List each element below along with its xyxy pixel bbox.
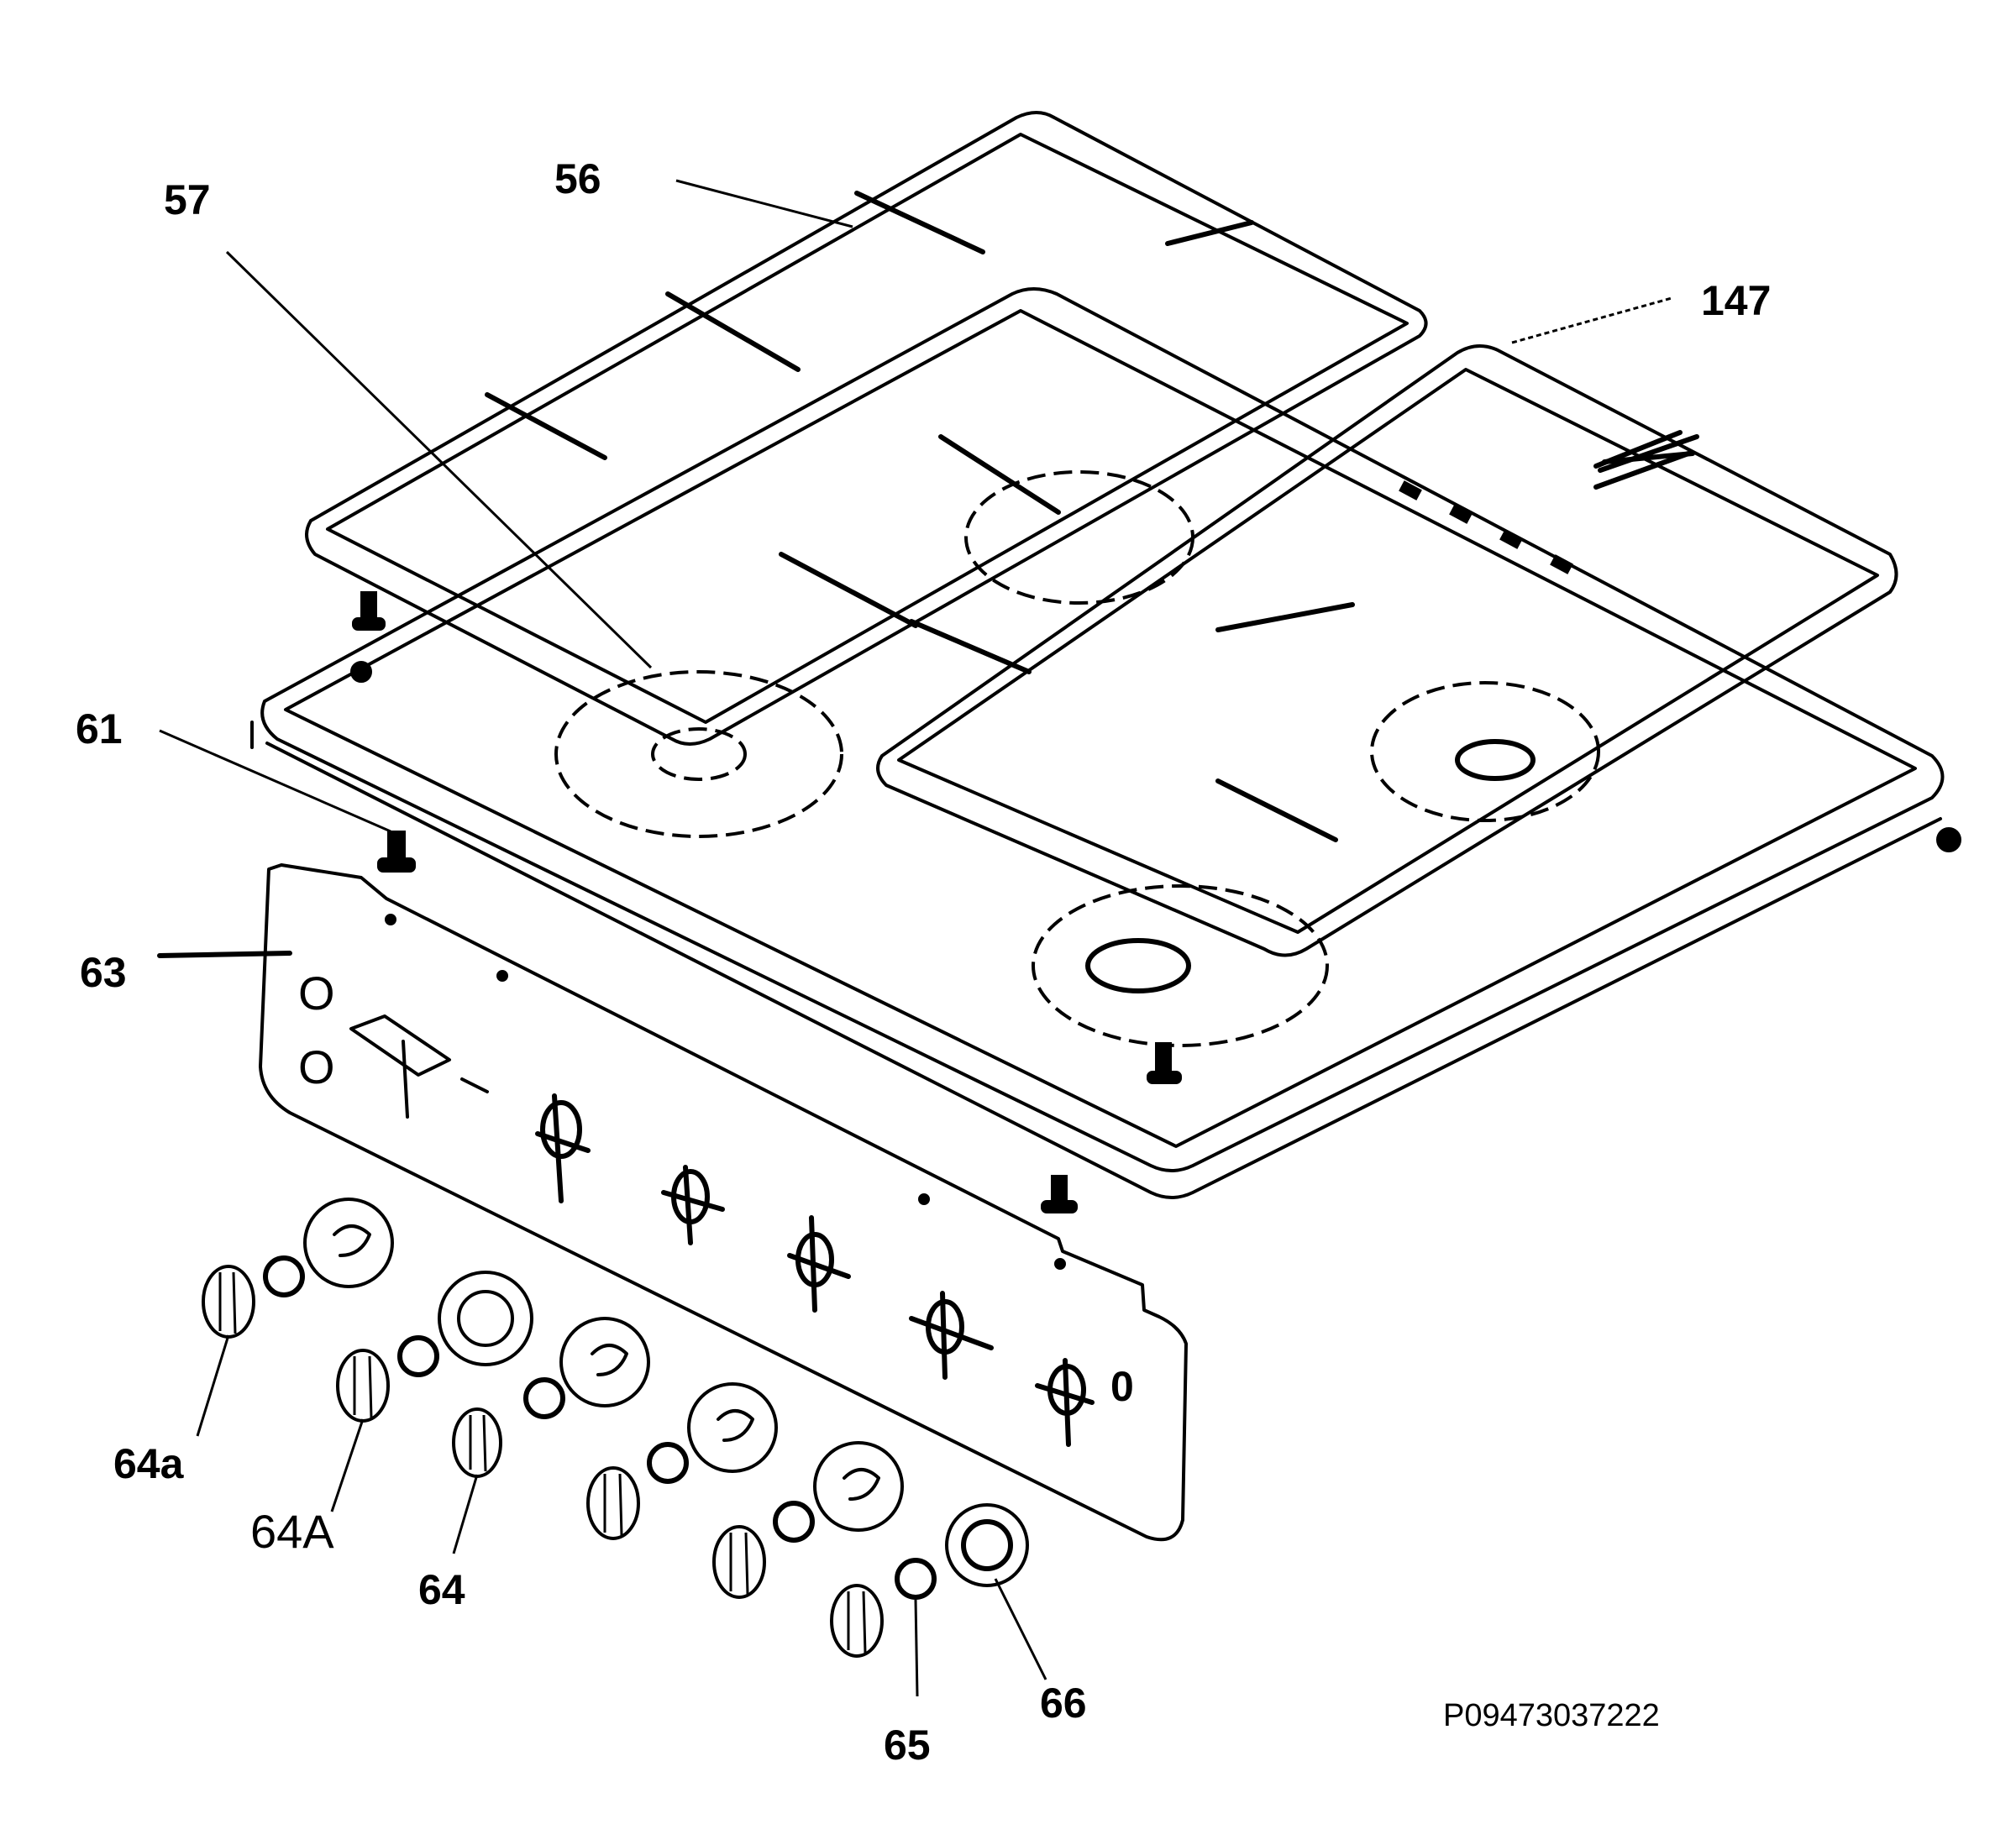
panel-mark-zero: 0 xyxy=(1110,1363,1134,1410)
burner-right xyxy=(1370,681,1600,822)
knob xyxy=(586,1466,640,1540)
seal-ring-65 xyxy=(895,1558,937,1600)
burner-front-right xyxy=(1032,884,1329,1047)
knob-64 xyxy=(452,1407,502,1478)
panel-knob-hole-3 xyxy=(787,1215,851,1313)
callout-66: 66 xyxy=(1040,1680,1087,1727)
pan-support-right xyxy=(876,344,1898,957)
burner-rear xyxy=(964,470,1194,605)
callout-64A: 64A xyxy=(250,1505,334,1558)
callout-64: 64 xyxy=(418,1566,465,1613)
bezel xyxy=(303,1198,394,1288)
callout-64a: 64a xyxy=(113,1440,185,1487)
knob xyxy=(712,1525,766,1599)
burner-rings xyxy=(554,470,1600,1047)
callout-61: 61 xyxy=(76,705,123,752)
callout-57: 57 xyxy=(164,176,211,223)
knob-64a xyxy=(202,1265,255,1339)
panel-knob-hole-1 xyxy=(535,1093,591,1203)
seal-ring xyxy=(397,1335,439,1377)
seal-ring xyxy=(263,1255,305,1297)
callout-65: 65 xyxy=(884,1722,931,1769)
panel-mark-o2: O xyxy=(298,1040,335,1093)
knob xyxy=(830,1584,884,1658)
seal-ring xyxy=(523,1377,565,1419)
bezel xyxy=(559,1317,650,1407)
panel-mark-o1: O xyxy=(298,967,335,1019)
screws xyxy=(350,591,1961,1213)
leader-lines xyxy=(157,179,1672,1697)
bezel xyxy=(438,1271,533,1366)
hob-frame xyxy=(250,287,1945,1199)
seal-ring xyxy=(647,1442,689,1484)
knob-64A xyxy=(336,1349,390,1423)
rear-indicators xyxy=(1399,480,1573,574)
bezel xyxy=(813,1441,904,1532)
panel-knob-hole-4 xyxy=(909,1291,994,1380)
pan-support-left xyxy=(305,111,1428,746)
callout-63: 63 xyxy=(80,949,127,996)
callout-147: 147 xyxy=(1701,277,1771,324)
burner-front-left xyxy=(554,670,843,838)
knob-set xyxy=(202,1198,1029,1658)
callout-labels: 56 57 147 61 63 64a 64A 64 65 66 xyxy=(76,155,1771,1769)
bezel-66 xyxy=(945,1503,1029,1587)
callout-56: 56 xyxy=(554,155,601,202)
panel-knob-hole-2 xyxy=(661,1165,725,1245)
seal-ring xyxy=(773,1501,815,1543)
panel-knob-hole-5 xyxy=(1035,1358,1095,1447)
control-panel: O O 0 xyxy=(259,863,1188,1542)
reference-number: P09473037222 xyxy=(1443,1698,1660,1733)
bezel xyxy=(687,1382,778,1473)
